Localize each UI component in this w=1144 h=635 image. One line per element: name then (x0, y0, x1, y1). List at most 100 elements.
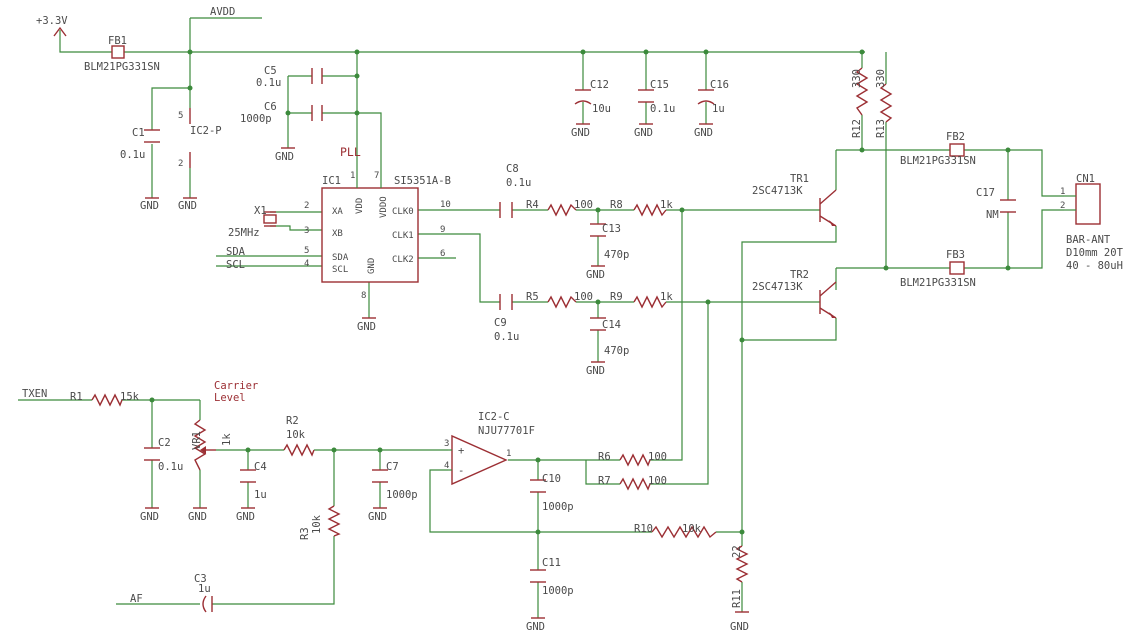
components-14-value-label: 10u (592, 103, 611, 115)
components-11-value-label: 0.1u (494, 331, 519, 343)
ic1-pins-9-label: CLK2 (392, 255, 414, 265)
pll-label: PLL (340, 145, 361, 159)
txen-label: TXEN (22, 388, 47, 400)
components-22-value-label: 10k (311, 514, 323, 534)
fb3-value: BLM21PG331SN (900, 277, 976, 289)
components-13-value-label: 1000p (542, 585, 574, 597)
cn1-pins-1-label: 2 (1060, 201, 1065, 211)
ic1-body (321, 170, 419, 283)
components-31-ref-label: R12 (851, 119, 863, 138)
nets-gnd-label: GND (634, 127, 653, 139)
ic1-pin_numbers-6-label: 8 (361, 291, 366, 301)
ic1-pins-3-label: SCL (332, 265, 348, 275)
nets-gnd-label: GND (178, 200, 197, 212)
ic1-part: SI5351A-B (394, 175, 451, 187)
components-6-value-label: 1u (254, 489, 267, 501)
ic1-pin_numbers-9-label: 6 (440, 249, 445, 259)
fb2-value: BLM21PG331SN (900, 155, 976, 167)
components-31-value-label: 330 (851, 69, 863, 88)
vr1-ref: VR1 (191, 431, 203, 450)
fb1-value: BLM21PG331SN (84, 61, 160, 73)
nets-gnd-label: GND (140, 200, 159, 212)
components-29-value-label: 10k (682, 523, 702, 535)
resistor-labels: R1 15k R2 10k R3 10k R4 100 R5 100 R6 10… (70, 69, 887, 608)
components-19-ref-label: C17 (976, 187, 995, 199)
nets-gnd-label: GND (357, 321, 376, 333)
components-18-ref-label: C16 (710, 79, 729, 91)
nets-gnd-label: GND (586, 269, 605, 281)
nets-gnd-label: GND (586, 365, 605, 377)
carrier-label-1: Carrier (214, 380, 258, 392)
ic1-pin_numbers-4-label: 1 (350, 171, 355, 181)
ic1-pin_numbers-7-label: 10 (440, 200, 451, 210)
tr1-value: 2SC4713K (752, 185, 803, 197)
vcc-label: +3.3V (36, 15, 68, 27)
gnd-labels: GND GND GND GND GND GND GND GND GND GND … (140, 127, 749, 633)
gnd-symbols (145, 123, 749, 619)
components-4-ref-label: C2 (158, 437, 171, 449)
components-21-value-label: 10k (286, 429, 306, 441)
components-20-ref-label: R1 (70, 391, 83, 403)
nets-gnd-label: GND (694, 127, 713, 139)
x1-value: 25MHz (228, 227, 260, 239)
fb3-symbol (949, 261, 965, 275)
components-28-value-label: 1k (660, 291, 673, 303)
components-16-value-label: 470p (604, 345, 629, 357)
cn1-pins-0-label: 1 (1060, 187, 1065, 197)
nets-gnd-label: GND (275, 151, 294, 163)
ic1-ref: IC1 (322, 175, 341, 187)
components-32-ref-label: R13 (875, 119, 887, 138)
components-22-ref-label: R3 (299, 527, 311, 540)
fb3-ref: FB3 (946, 249, 965, 261)
components-5-value-label: 1u (198, 583, 211, 595)
ic2c-pins-1-label: 4 (444, 461, 449, 471)
cn1-connector (1064, 183, 1101, 225)
components-7-ref-label: C5 (264, 65, 277, 77)
components-11-ref-label: C9 (494, 317, 507, 329)
components-10-ref-label: C8 (506, 163, 519, 175)
af-label: AF (130, 593, 143, 605)
components-24-ref-label: R5 (526, 291, 539, 303)
fb1-ref: FB1 (108, 35, 127, 47)
components-26-ref-label: R7 (598, 475, 611, 487)
tr1-symbol (819, 189, 837, 227)
components-32-value-label: 330 (875, 69, 887, 88)
ic2p-pins-1-label: 2 (178, 159, 183, 169)
ic1-pin_numbers-3-label: 4 (304, 259, 309, 269)
components-26-value-label: 100 (648, 475, 667, 487)
nets-gnd-label: GND (571, 127, 590, 139)
ic1-pin_numbers-8-label: 9 (440, 225, 445, 235)
tr2-symbol (819, 281, 837, 319)
components-21-ref-label: R2 (286, 415, 299, 427)
nets-gnd-label: GND (140, 511, 159, 523)
capacitor-symbols (144, 68, 1016, 613)
components-17-value-label: 0.1u (650, 103, 675, 115)
carrier-label-2: Level (214, 392, 246, 404)
components-12-ref-label: C10 (542, 473, 561, 485)
opamp-plus: + (458, 445, 464, 457)
opamp-symbol (448, 434, 508, 486)
components-15-value-label: 470p (604, 249, 629, 261)
ant-label-2: D10mm 20T (1066, 247, 1124, 259)
ic2c-pins-2-label: 1 (506, 449, 511, 459)
vr1-symbol (193, 419, 216, 471)
ic1-pin-labels: XA XB SDA SCL VDD VDDO GND CLK0 CLK1 CLK… (304, 171, 451, 301)
components-13-ref-label: C11 (542, 557, 561, 569)
ic2c-part: NJU77701F (478, 425, 535, 437)
components-19-value-label: NM (986, 209, 999, 221)
ic1-pins-2-label: SDA (332, 253, 349, 263)
components-20-value-label: 15k (120, 391, 140, 403)
components-23-ref-label: R4 (526, 199, 539, 211)
x1-ref: X1 (254, 205, 267, 217)
components-12-value-label: 1000p (542, 501, 574, 513)
ic2p-ref: IC2-P (190, 125, 222, 137)
components-9-ref-label: C7 (386, 461, 399, 473)
components-27-value-label: 1k (660, 199, 673, 211)
components-3-ref-label: C1 (132, 127, 145, 139)
components-25-ref-label: R6 (598, 451, 611, 463)
components-30-value-label: 22 (731, 545, 743, 558)
ic1-pin_numbers-1-label: 3 (304, 226, 309, 236)
components-8-ref-label: C6 (264, 101, 277, 113)
